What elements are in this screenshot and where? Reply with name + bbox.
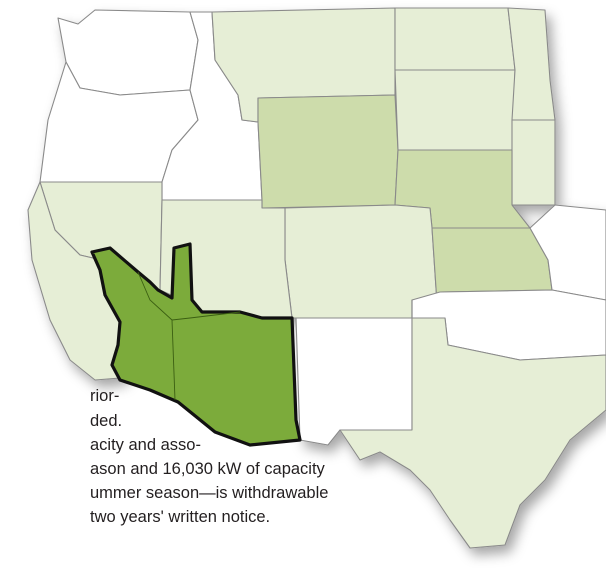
state-texas (339, 299, 606, 549)
region-internal-border-ut-az (171, 311, 241, 321)
state-new-mexico (291, 299, 413, 446)
state-south-dakota (394, 69, 516, 151)
state-wyoming (257, 94, 399, 209)
state-missouri (529, 204, 606, 301)
state-iowa (511, 119, 556, 206)
states-layer (27, 7, 606, 549)
region-outline (90, 242, 302, 447)
state-washington (57, 9, 199, 96)
region-internal-border-nv-az (137, 271, 176, 401)
state-minnesota (507, 7, 556, 121)
state-north-dakota (394, 7, 516, 71)
highlighted-region (90, 242, 302, 447)
